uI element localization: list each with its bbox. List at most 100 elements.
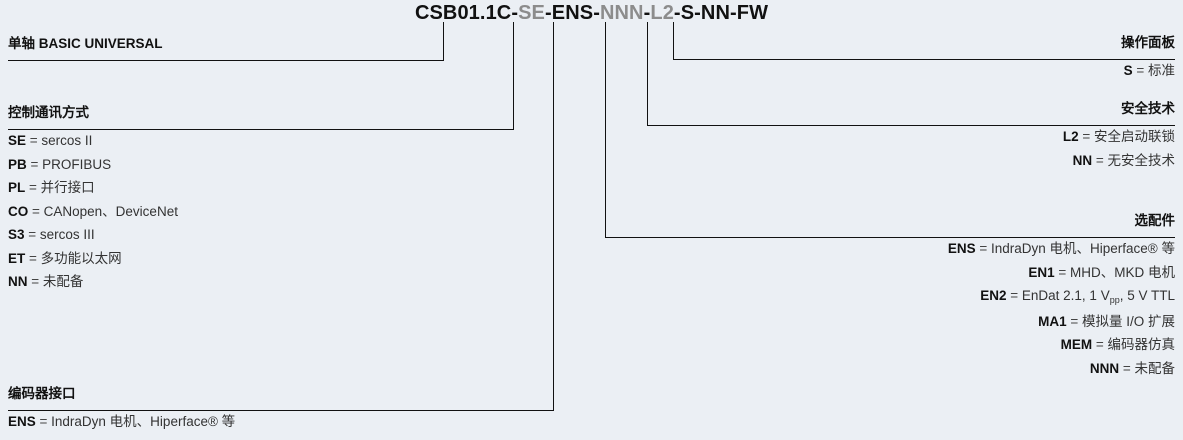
option-code: L2 bbox=[1062, 129, 1079, 144]
connector-encoder-vertical bbox=[553, 22, 554, 411]
option-code: NN bbox=[8, 274, 28, 289]
option-row: PL = 并行接口 bbox=[8, 176, 508, 200]
option-row: ET = 多功能以太网 bbox=[8, 247, 508, 271]
option-code: EN2 bbox=[980, 288, 1007, 303]
option-equals: = bbox=[25, 180, 41, 195]
option-equals: = bbox=[26, 133, 42, 148]
type-code-segment-nnn: NNN bbox=[599, 2, 644, 24]
option-equals: = bbox=[1119, 360, 1135, 376]
connector-interface-vertical bbox=[513, 22, 514, 130]
option-value: IndraDyn 电机、Hiperface® 等 bbox=[51, 414, 236, 429]
section-interface-heading: 控制通讯方式 bbox=[8, 105, 89, 120]
option-row: ENS = IndraDyn 电机、Hiperface® 等 bbox=[8, 410, 548, 434]
option-equals: = bbox=[28, 203, 44, 219]
option-equals: = bbox=[1006, 288, 1022, 303]
option-row: CO = CANopen、DeviceNet bbox=[8, 200, 508, 224]
type-code-segment-fw: FW bbox=[736, 2, 769, 24]
type-code-segment-se: SE bbox=[518, 2, 545, 24]
type-code-segment-csb01-1c: CSB01.1C bbox=[414, 2, 512, 24]
type-code-separator: - bbox=[730, 2, 737, 24]
section-device: 单轴 BASIC UNIVERSAL bbox=[8, 36, 448, 52]
section-device-heading: 单轴 BASIC UNIVERSAL bbox=[8, 36, 163, 51]
type-code-title: CSB01.1C-SE-ENS-NNN-L2-S-NN-FW bbox=[0, 2, 1183, 25]
option-code: S3 bbox=[8, 227, 25, 242]
option-value: IndraDyn 电机、Hiperface® 等 bbox=[990, 241, 1175, 256]
section-options-heading: 选配件 bbox=[1134, 213, 1176, 228]
option-code: MEM bbox=[1060, 337, 1093, 352]
connector-options-vertical bbox=[605, 22, 606, 238]
section-encoder: 编码器接口 ENS = IndraDyn 电机、Hiperface® 等 bbox=[8, 386, 548, 434]
option-equals: = bbox=[1092, 337, 1108, 352]
option-row: S = 标准 bbox=[675, 59, 1175, 83]
option-value: CANopen、DeviceNet bbox=[43, 203, 178, 219]
type-code-separator: - bbox=[673, 2, 681, 24]
option-value-tail: , 5 V TTL bbox=[1119, 288, 1175, 303]
option-equals: = bbox=[1078, 129, 1094, 144]
option-value: 编码器仿真 bbox=[1107, 337, 1176, 352]
option-equals: = bbox=[25, 250, 41, 266]
option-value: EnDat 2.1, 1 V bbox=[1021, 288, 1110, 303]
option-value: sercos II bbox=[41, 133, 93, 148]
option-value: 多功能以太网 bbox=[40, 250, 122, 266]
option-equals: = bbox=[1054, 264, 1070, 280]
section-safety-heading: 安全技术 bbox=[1121, 101, 1175, 116]
option-value: 未配备 bbox=[1134, 360, 1176, 376]
option-row: ENS = IndraDyn 电机、Hiperface® 等 bbox=[605, 237, 1175, 261]
section-panel: 操作面板 S = 标准 bbox=[675, 35, 1175, 83]
option-equals: = bbox=[1092, 152, 1108, 168]
option-row: NN = 无安全技术 bbox=[647, 149, 1175, 173]
option-equals: = bbox=[24, 227, 40, 242]
connector-options-horizontal bbox=[605, 237, 1175, 238]
option-code: PB bbox=[8, 156, 27, 172]
option-code: NNN bbox=[1089, 360, 1120, 376]
option-equals: = bbox=[975, 241, 991, 256]
option-row: L2 = 安全启动联锁 bbox=[647, 125, 1175, 149]
option-row: PB = PROFIBUS bbox=[8, 153, 508, 177]
option-row: MA1 = 模拟量 I/O 扩展 bbox=[605, 310, 1175, 334]
option-code: NN bbox=[1072, 152, 1093, 168]
option-code: EN1 bbox=[1028, 264, 1055, 280]
connector-safety-horizontal bbox=[647, 125, 1175, 126]
option-value: 模拟量 I/O 扩展 bbox=[1081, 313, 1175, 329]
connector-encoder-horizontal bbox=[8, 410, 554, 411]
type-code-segment-s: S bbox=[680, 2, 695, 24]
connector-panel-vertical bbox=[673, 22, 674, 60]
connector-safety-vertical bbox=[647, 22, 648, 126]
option-value: 未配备 bbox=[42, 274, 84, 289]
option-value: sercos III bbox=[39, 227, 95, 242]
option-value: PROFIBUS bbox=[42, 156, 112, 172]
section-encoder-heading: 编码器接口 bbox=[8, 386, 76, 401]
type-code-separator: - bbox=[545, 2, 552, 24]
option-equals: = bbox=[35, 414, 52, 429]
option-row: EN2 = EnDat 2.1, 1 Vpp, 5 V TTL bbox=[605, 284, 1175, 310]
type-code-segment-l2: L2 bbox=[650, 2, 674, 24]
section-panel-rows: S = 标准 bbox=[675, 59, 1175, 83]
option-row: NNN = 未配备 bbox=[605, 357, 1175, 381]
type-code-separator: - bbox=[643, 2, 651, 24]
connector-panel-horizontal bbox=[673, 59, 1175, 60]
type-code-separator: - bbox=[694, 2, 701, 24]
option-equals: = bbox=[27, 274, 43, 289]
option-code: ET bbox=[8, 250, 26, 266]
option-row: MEM = 编码器仿真 bbox=[605, 333, 1175, 357]
option-value: 安全启动联锁 bbox=[1094, 129, 1175, 144]
option-equals: = bbox=[26, 156, 43, 172]
section-panel-heading: 操作面板 bbox=[1121, 35, 1175, 50]
option-row: NN = 未配备 bbox=[8, 270, 508, 294]
option-equals: = bbox=[1132, 63, 1148, 78]
option-equals: = bbox=[1066, 313, 1082, 329]
section-encoder-rows: ENS = IndraDyn 电机、Hiperface® 等 bbox=[8, 410, 548, 434]
type-code-separator: - bbox=[511, 2, 519, 24]
type-code-separator: - bbox=[593, 2, 600, 24]
connector-device-horizontal bbox=[8, 60, 444, 61]
option-row: EN1 = MHD、MKD 电机 bbox=[605, 261, 1175, 285]
option-code: ENS bbox=[947, 241, 976, 256]
option-code: PL bbox=[8, 180, 26, 195]
type-code-segment-ens: ENS bbox=[551, 2, 594, 24]
